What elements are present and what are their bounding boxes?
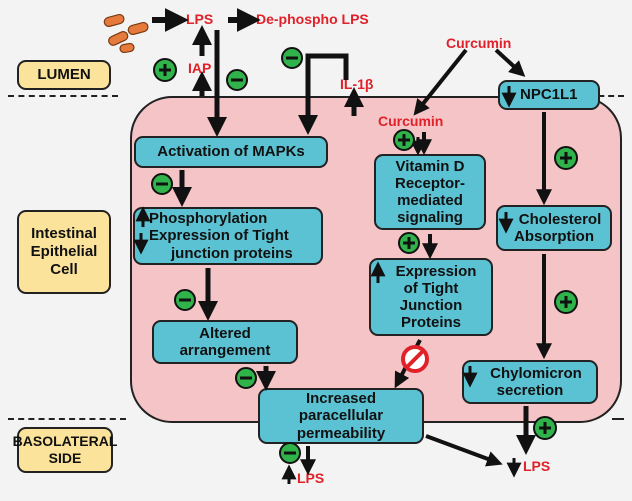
npc1l1-text: NPC1L1: [520, 86, 578, 104]
mapk-activation-box: Activation of MAPKs: [134, 136, 328, 168]
basolateral-label: BASOLATERAL SIDE: [13, 427, 117, 473]
altered-arrangement-box: Altered arrangement: [152, 320, 298, 364]
expression-text: Expression: [395, 262, 477, 280]
minus-icon: [279, 442, 301, 464]
curcumin-to-npc1l1-arrow: [494, 48, 526, 77]
epithelial-cell-label: Intestinal Epithelial Cell: [17, 210, 111, 294]
secretion-text: secretion: [496, 382, 564, 399]
plus-icon: [398, 232, 420, 254]
basolateral-boundary-left: [8, 418, 126, 420]
lumen-boundary-left: [8, 95, 118, 97]
minus-icon: [235, 367, 257, 389]
plus-icon: [153, 58, 177, 82]
minus-icon: [151, 173, 173, 195]
basolateral-boundary-right: [612, 418, 624, 420]
minus-icon: [281, 47, 303, 69]
tight-junction-expression-box: Expression of Tight Junction Proteins: [369, 258, 493, 336]
minus-icon: [226, 69, 248, 91]
tight-junction-proteins-text: of Tight Junction Proteins: [399, 279, 463, 332]
lumen-label: LUMEN: [17, 60, 111, 90]
chylomicron-secretion-box: Chylomicron secretion: [462, 360, 598, 404]
permeability-to-lps-arrow: [425, 434, 503, 467]
cholesterol-absorption-box: Cholesterol Absorption: [496, 205, 612, 251]
curcumin-to-cell-arrow: [413, 48, 468, 116]
curcumin-cell-label: Curcumin: [378, 113, 444, 129]
junction-proteins-text: junction proteins: [171, 244, 293, 262]
dephospho-lps-label: De-phospho LPS: [256, 11, 369, 27]
minus-icon: [174, 289, 196, 311]
paracellular-permeability-box: Increased paracellular permeability: [258, 388, 424, 444]
absorption-text: Absorption: [514, 228, 594, 245]
plus-icon: [393, 129, 415, 151]
lps-top-label: LPS: [186, 11, 214, 27]
phosphorylation-box: Phosphorylation Expression of Tight junc…: [133, 207, 323, 265]
il1b-to-mapk-arrow: [298, 53, 349, 135]
plus-icon: [554, 290, 578, 314]
cholesterol-text: Cholesterol: [518, 210, 602, 228]
plus-icon: [533, 416, 557, 440]
chylomicron-text: Chylomicron: [490, 364, 582, 382]
plus-icon: [554, 146, 578, 170]
tight-junction-expression-text: Expression of Tight: [149, 227, 289, 245]
vitamin-d-box: Vitamin D Receptor- mediated signaling: [374, 154, 486, 230]
inhibit-icon: [401, 345, 429, 373]
curcumin-top-label: Curcumin: [446, 35, 512, 51]
lps-bottom-right-label: LPS: [523, 458, 551, 474]
bacteria-icon: [103, 13, 149, 54]
phosphorylation-text: Phosphorylation: [149, 210, 268, 228]
